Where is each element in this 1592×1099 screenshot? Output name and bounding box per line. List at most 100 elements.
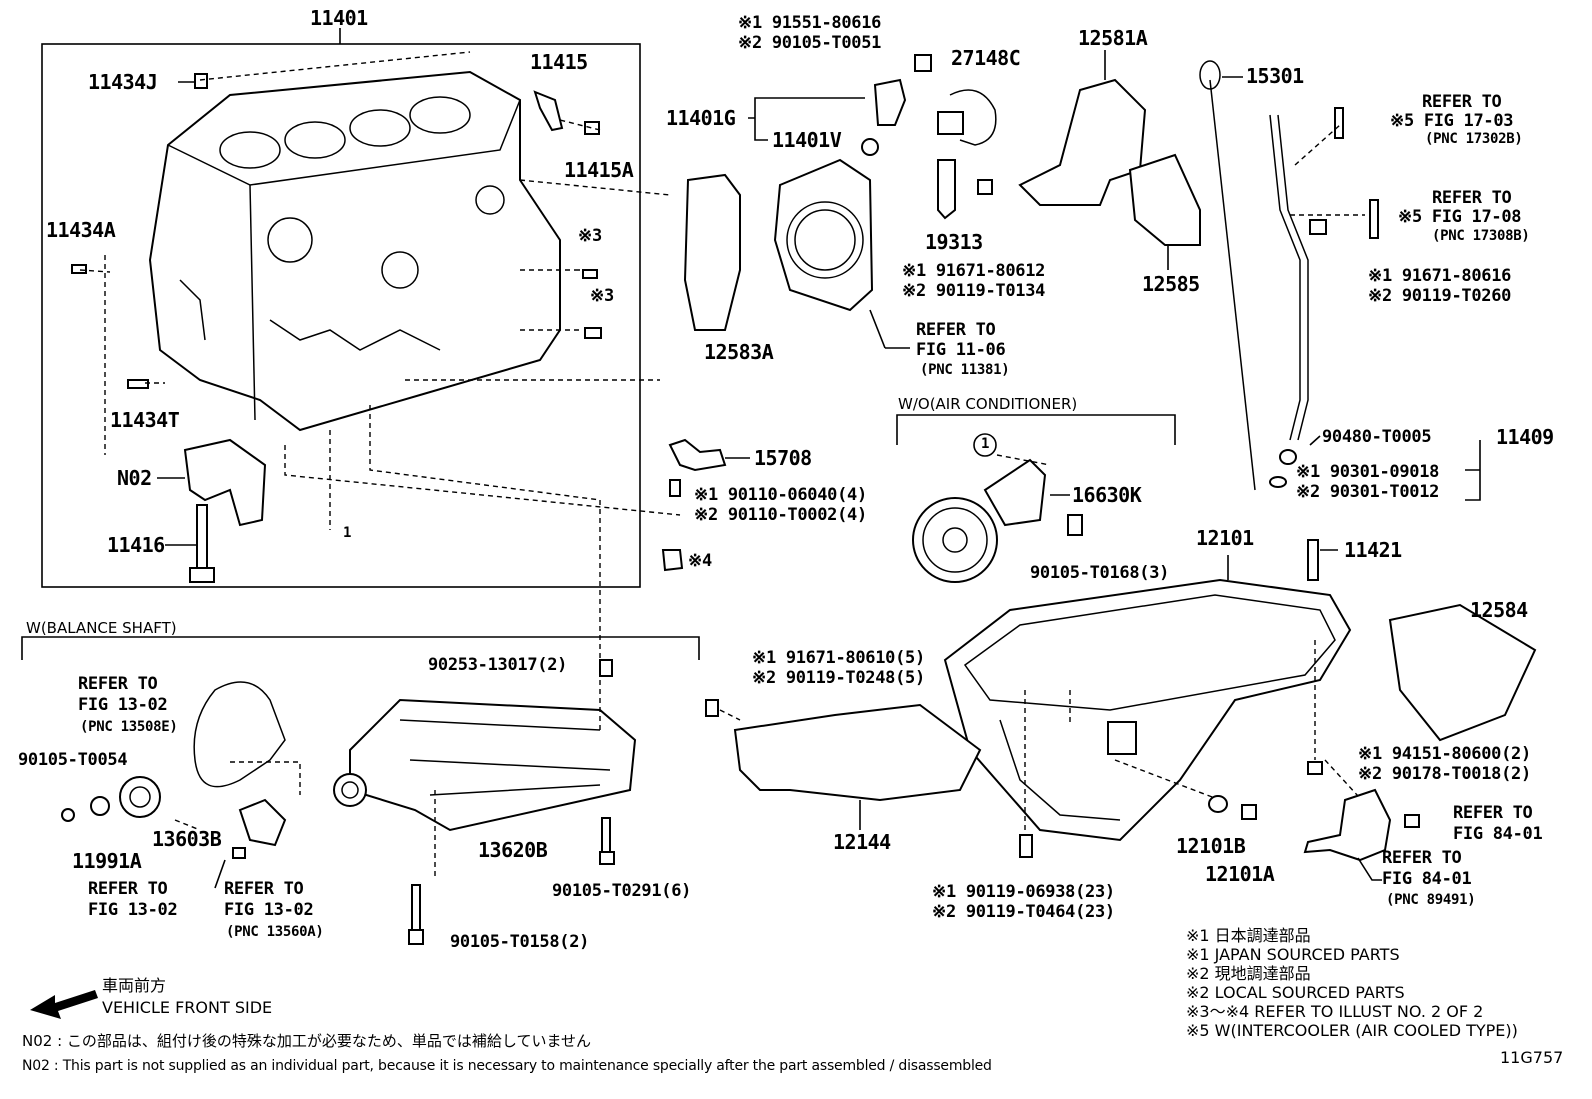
ref-11-06-b: FIG 11-06: [916, 340, 1006, 360]
label-90119-t0464: ※2 90119-T0464(23): [932, 902, 1115, 922]
cover-12583a: [683, 173, 741, 331]
ref-13-02c-c: (PNC 13560A): [226, 924, 324, 940]
label-91671-80610: ※1 91671-80610(5): [752, 648, 925, 668]
ref-17-03-c: (PNC 17302B): [1425, 131, 1523, 147]
bracket-84-01: [1303, 788, 1392, 862]
insulator-12585: [1128, 153, 1201, 246]
label-94151: ※1 94151-80600(2): [1358, 744, 1531, 764]
label-mark3-b: ※3: [590, 286, 614, 306]
label-27148c: 27148C: [951, 46, 1021, 70]
group-label-wo-ac: W/O(AIR CONDITIONER): [898, 395, 1078, 413]
ref-84-01b-b: FIG 84-01: [1382, 869, 1472, 889]
label-13620b: 13620B: [478, 838, 548, 862]
label-90301-09018: ※1 90301-09018: [1296, 462, 1440, 482]
legend-line: ※5 W(INTERCOOLER (AIR COOLED TYPE)): [1186, 1021, 1518, 1040]
legend-line: ※1 JAPAN SOURCED PARTS: [1186, 945, 1400, 964]
ref-11-06-a: REFER TO: [916, 320, 996, 340]
sensor-11415: [533, 90, 564, 132]
ref-13-02c-a: REFER TO: [224, 879, 304, 899]
label-15708: 15708: [754, 446, 812, 470]
ref-17-08-a: REFER TO: [1432, 188, 1512, 208]
rear-oil-seal-retainer: [773, 158, 874, 312]
balance-shaft-13620b: [333, 698, 637, 832]
label-11434t: 11434T: [110, 408, 180, 432]
label-11434a: 11434A: [46, 218, 116, 242]
label-12581a: 12581A: [1078, 26, 1148, 50]
legend-line: ※1 日本調達部品: [1186, 926, 1311, 945]
label-90178: ※2 90178-T0018(2): [1358, 764, 1531, 784]
harness-27148c: [949, 89, 997, 146]
bearing-cap-n02: [183, 438, 267, 527]
front-label-en: VEHICLE FRONT SIDE: [102, 998, 273, 1017]
ref-13-02a-b: FIG 13-02: [78, 695, 168, 715]
legend: ※1 日本調達部品 ※1 JAPAN SOURCED PARTS ※2 現地調達…: [1186, 926, 1518, 1040]
label-11401: 11401: [310, 6, 368, 30]
ref-13-02a-c: (PNC 13508E): [80, 719, 178, 735]
figure-number: 11G757: [1500, 1048, 1564, 1067]
label-91551: ※1 91551-80616: [738, 13, 882, 33]
label-11434j: 11434J: [88, 70, 158, 94]
label-11409: 11409: [1496, 425, 1554, 449]
engine-block-frame: [41, 43, 641, 588]
label-12584: 12584: [1470, 598, 1528, 622]
label-90105-t0291: 90105-T0291(6): [552, 881, 692, 901]
ref-13-02b-a: REFER TO: [88, 879, 168, 899]
label-90119-t0248: ※2 90119-T0248(5): [752, 668, 925, 688]
ref-17-08-b: ※5 FIG 17-08: [1398, 207, 1522, 227]
insulator-12144: [733, 703, 982, 802]
label-90119-06938: ※1 90119-06938(23): [932, 882, 1115, 902]
label-91671-80616: ※1 91671-80616: [1368, 266, 1512, 286]
front-arrow-icon: [30, 990, 98, 1019]
chain: [193, 681, 286, 788]
ref-13-02b-b: FIG 13-02: [88, 900, 178, 920]
cylinder-block: [148, 70, 561, 432]
label-90301-t0012: ※2 90301-T0012: [1296, 482, 1440, 502]
group-label-balance-shaft: W(BALANCE SHAFT): [26, 619, 177, 637]
bracket-19313: [937, 159, 956, 220]
label-11421: 11421: [1344, 538, 1402, 562]
oil-pan-12101: [943, 578, 1352, 842]
pin-11434j: [194, 73, 208, 89]
note-n02-en: N02 : This part is not supplied as an in…: [22, 1058, 992, 1074]
label-90119-t0260: ※2 90119-T0260: [1368, 286, 1512, 306]
ref-17-08-c: (PNC 17308B): [1432, 228, 1530, 244]
label-90253: 90253-13017(2): [428, 655, 568, 675]
label-90110-b: ※2 90110-T0002(4): [694, 505, 867, 525]
label-12144: 12144: [833, 830, 891, 854]
dipstick-15301: [1209, 79, 1256, 491]
label-11991a: 11991A: [72, 849, 142, 873]
legend-line: ※2 現地調達部品: [1186, 964, 1311, 983]
label-90105-t0051: ※2 90105-T0051: [738, 33, 882, 53]
ref-13-02a-a: REFER TO: [78, 674, 158, 694]
label-90119-t0134: ※2 90119-T0134: [902, 281, 1046, 301]
label-12585: 12585: [1142, 272, 1200, 296]
gear-13603b: [119, 776, 161, 818]
label-11401v: 11401V: [772, 128, 842, 152]
label-11415a: 11415A: [564, 158, 634, 182]
ref-17-03-b: ※5 FIG 17-03: [1390, 111, 1514, 131]
label-90105-t0168: 90105-T0168(3): [1030, 563, 1170, 583]
ref-84-01a-a: REFER TO: [1453, 803, 1533, 823]
bolt-11416: [189, 504, 215, 583]
label-12101b: 12101B: [1176, 834, 1246, 858]
guide-11409: [1269, 114, 1301, 441]
label-11415: 11415: [530, 50, 588, 74]
ref-17-03-a: REFER TO: [1422, 92, 1502, 112]
ref-84-01b-a: REFER TO: [1382, 848, 1462, 868]
label-11401g: 11401G: [666, 106, 736, 130]
sensor-11401g: [873, 78, 907, 126]
label-19313: 19313: [925, 230, 983, 254]
label-15301: 15301: [1246, 64, 1304, 88]
label-90105-t0158: 90105-T0158(2): [450, 932, 590, 952]
callout-1-b: 1: [981, 436, 990, 452]
label-12583a: 12583A: [704, 340, 774, 364]
tensioner: [238, 798, 287, 847]
label-12101: 12101: [1196, 526, 1254, 550]
callout-1-a: 1: [343, 525, 352, 541]
label-mark4: ※4: [688, 551, 712, 571]
note-n02-jp: N02 : この部品は、組付け後の特殊な加工が必要なため、単品では補給していませ…: [22, 1032, 592, 1050]
label-n02: N02: [117, 466, 152, 490]
label-mark3-a: ※3: [578, 226, 602, 246]
label-13603b: 13603B: [152, 827, 222, 851]
